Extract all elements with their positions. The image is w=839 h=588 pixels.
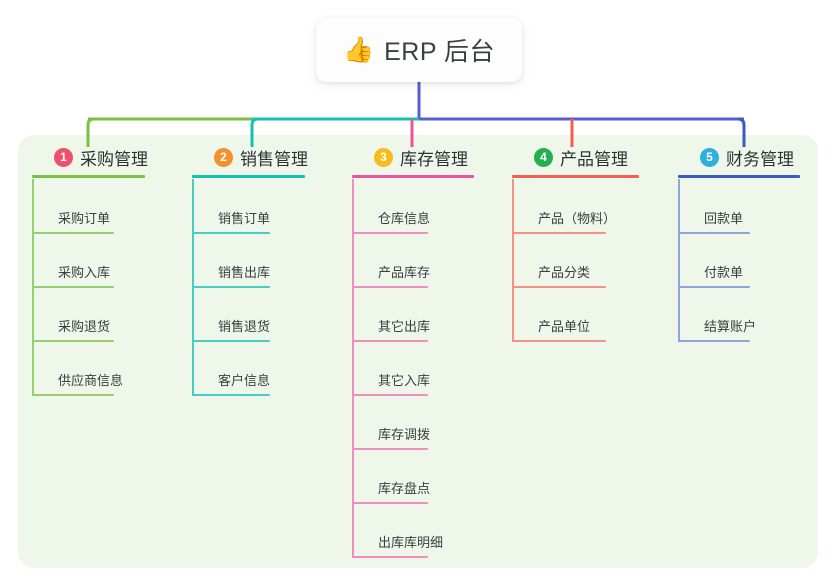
column-1: 1 采购管理采购订单采购入库采购退货供应商信息 [32,144,148,396]
thumbs-up-icon: 👍 [342,35,375,64]
leaf-item[interactable]: 其它出库 [352,288,431,342]
leaf-underline [678,232,750,234]
leaf-item[interactable]: 库存盘点 [352,450,431,504]
leaf-item[interactable]: 回款单 [678,180,750,234]
leaf-item[interactable]: 产品单位 [512,288,606,342]
leaf-underline [512,232,606,234]
column-2: 2 销售管理销售订单销售出库销售退货客户信息 [192,144,308,396]
leaf-underline [32,232,114,234]
column-header-4[interactable]: 4 产品管理 [512,144,639,170]
leaf-label: 产品库存 [378,265,431,280]
leaf-underline [512,340,606,342]
leaf-item[interactable]: 销售订单 [192,180,270,234]
column-badge-5: 5 [700,147,719,167]
leaf-item[interactable]: 产品分类 [512,234,606,288]
root-node-title: ERP 后台 [384,38,496,66]
root-node-erp-backend[interactable]: 👍 ERP 后台 [316,18,522,82]
column-badge-1: 1 [54,147,73,167]
column-leaves-5: 回款单付款单结算账户 [678,180,800,342]
leaf-underline [192,286,270,288]
leaf-label: 供应商信息 [58,373,124,388]
column-header-5[interactable]: 5 财务管理 [678,144,800,170]
leaf-underline [678,286,750,288]
leaf-item[interactable]: 产品库存 [352,234,431,288]
column-underline-4 [512,175,639,178]
leaf-underline [352,502,428,504]
leaf-label: 采购入库 [58,265,111,280]
leaf-label: 库存调拨 [378,427,431,442]
leaf-item[interactable]: 采购订单 [32,180,114,234]
leaf-underline [352,340,428,342]
leaf-label: 其它出库 [378,319,431,334]
leaf-label: 出库库明细 [378,535,444,550]
leaf-label: 产品分类 [538,265,591,280]
leaf-item[interactable]: 供应商信息 [32,342,123,396]
leaf-item[interactable]: 付款单 [678,234,750,288]
leaf-item[interactable]: 结算账户 [678,288,756,342]
leaf-underline [32,340,114,342]
leaf-underline [352,232,428,234]
leaf-underline [352,286,428,288]
column-3: 3 库存管理仓库信息产品库存其它出库其它入库库存调拨库存盘点出库库明细 [352,144,474,558]
leaf-item[interactable]: 采购入库 [32,234,114,288]
column-5: 5 财务管理回款单付款单结算账户 [678,144,800,342]
leaf-item[interactable]: 出库库明细 [352,504,443,558]
leaf-item[interactable]: 销售退货 [192,288,270,342]
leaf-underline [678,340,750,342]
column-leaves-4: 产品（物料） 产品分类产品单位 [512,180,639,342]
column-underline-3 [352,175,474,178]
diagram-background-panel [18,135,818,568]
leaf-underline [192,232,270,234]
column-title-3: 库存管理 [400,149,468,169]
leaf-item[interactable]: 其它入库 [352,342,431,396]
leaf-label: 产品（物料） [538,211,617,226]
leaf-underline [512,286,606,288]
column-underline-2 [192,175,305,178]
column-title-2: 销售管理 [240,149,308,169]
leaf-label: 采购订单 [58,211,111,226]
leaf-item[interactable]: 销售出库 [192,234,270,288]
column-header-1[interactable]: 1 采购管理 [32,144,148,170]
column-badge-2: 2 [214,147,233,167]
leaf-label: 仓库信息 [378,211,431,226]
leaf-label: 产品单位 [538,319,591,334]
leaf-item[interactable]: 库存调拨 [352,396,431,450]
leaf-item[interactable]: 客户信息 [192,342,270,396]
leaf-underline [192,394,270,396]
leaf-label: 客户信息 [218,373,271,388]
leaf-label: 结算账户 [704,319,757,334]
leaf-label: 付款单 [704,265,744,280]
column-underline-1 [32,175,145,178]
leaf-label: 销售退货 [218,319,271,334]
leaf-underline [32,394,114,396]
leaf-item[interactable]: 产品（物料） [512,180,616,234]
leaf-underline [352,394,428,396]
leaf-underline [352,556,428,558]
leaf-item[interactable]: 采购退货 [32,288,114,342]
column-header-3[interactable]: 3 库存管理 [352,144,474,170]
leaf-underline [192,340,270,342]
column-badge-4: 4 [534,147,553,167]
leaf-label: 回款单 [704,211,744,226]
column-underline-5 [678,175,800,178]
leaf-label: 采购退货 [58,319,111,334]
leaf-label: 销售订单 [218,211,271,226]
column-title-1: 采购管理 [80,149,148,169]
column-leaves-1: 采购订单采购入库采购退货供应商信息 [32,180,148,396]
leaf-label: 库存盘点 [378,481,431,496]
column-leaves-2: 销售订单销售出库销售退货客户信息 [192,180,308,396]
leaf-label: 销售出库 [218,265,271,280]
leaf-underline [32,286,114,288]
leaf-item[interactable]: 仓库信息 [352,180,431,234]
column-badge-3: 3 [374,147,393,167]
column-leaves-3: 仓库信息产品库存其它出库其它入库库存调拨库存盘点出库库明细 [352,180,474,558]
column-title-5: 财务管理 [726,149,794,169]
column-4: 4 产品管理产品（物料） 产品分类产品单位 [512,144,639,342]
column-title-4: 产品管理 [560,149,628,169]
column-header-2[interactable]: 2 销售管理 [192,144,308,170]
leaf-label: 其它入库 [378,373,431,388]
leaf-underline [352,448,428,450]
